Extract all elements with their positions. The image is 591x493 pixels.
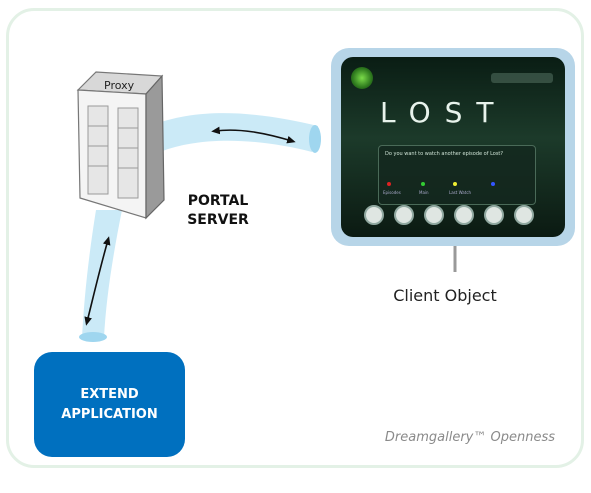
- screen-button-2: [394, 205, 414, 225]
- screen-button-6: [514, 205, 534, 225]
- arrow-server-app: [84, 236, 111, 326]
- screen-button-1: [364, 205, 384, 225]
- brand-mark: [491, 73, 553, 83]
- option-label-1: Episodes: [383, 190, 401, 195]
- portal-label-line1: PORTAL: [187, 193, 249, 209]
- extend-label-line2: APPLICATION: [61, 406, 158, 422]
- option-blue-dot: [491, 182, 495, 186]
- logo-orb-icon: [351, 67, 373, 89]
- pipe-end-client: [309, 125, 321, 153]
- server-icon: [76, 71, 165, 220]
- caption: Dreamgallery™ Openness: [384, 430, 555, 445]
- option-yellow-dot: [453, 182, 457, 186]
- screen-title: LOST: [380, 96, 508, 129]
- screen-dialog-text: Do you want to watch another episode of …: [385, 151, 504, 157]
- option-label-2: Main: [419, 190, 429, 195]
- portal-label-line2: SERVER: [187, 212, 249, 228]
- client-object-label: Client Object: [393, 286, 497, 305]
- screen-button-3: [424, 205, 444, 225]
- pipe-end-app: [79, 332, 107, 342]
- option-green-dot: [421, 182, 425, 186]
- proxy-label: Proxy: [104, 79, 135, 92]
- screen-button-5: [484, 205, 504, 225]
- option-label-3: Last Watch: [449, 190, 472, 195]
- option-red-dot: [387, 182, 391, 186]
- screen-button-row: [364, 205, 534, 225]
- extend-application-box: EXTEND APPLICATION: [34, 352, 185, 457]
- arrow-server-client: [211, 126, 296, 144]
- portal-server-label: PORTAL SERVER: [178, 192, 258, 230]
- extend-label-line1: EXTEND: [80, 386, 139, 402]
- screen-button-4: [454, 205, 474, 225]
- screen-dialog: Do you want to watch another episode of …: [378, 145, 536, 205]
